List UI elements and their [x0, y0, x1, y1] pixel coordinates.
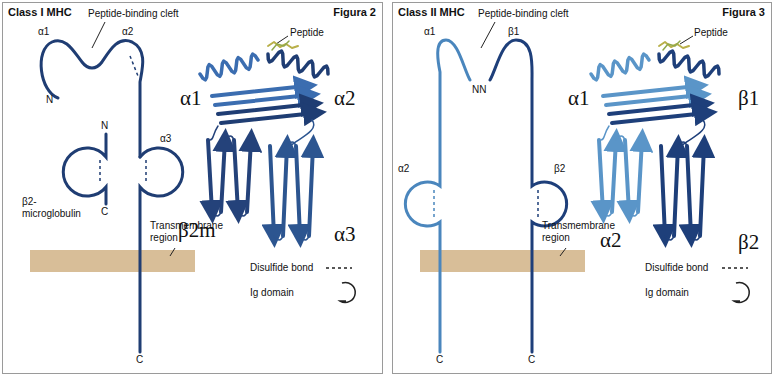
disulfide-bonds: [100, 56, 146, 184]
disulfide-bonds: [434, 190, 538, 218]
part-label: α1: [424, 26, 435, 38]
part-label: Ig domain: [250, 287, 294, 299]
part-label: α1: [38, 26, 49, 38]
ribbon-stroke: [687, 146, 691, 236]
ribbon-stroke: [221, 113, 315, 123]
ribbon-stroke: [663, 41, 680, 50]
ribbon-stroke: [659, 51, 719, 77]
panel-title: Class I MHC: [8, 6, 72, 18]
part-label: Disulfide bond: [645, 262, 708, 274]
ribbon-stroke: [210, 126, 218, 140]
domain-label: α1: [568, 86, 590, 110]
part-label: α2: [398, 163, 409, 175]
legend-symbols: [326, 268, 749, 302]
part-label: Peptide-binding cleft: [478, 8, 569, 20]
ribbon-stroke: [661, 146, 665, 236]
part-label: α3: [160, 133, 171, 145]
figure-panel: Class I MHC Figura 2: [2, 2, 383, 374]
ribbon-stroke: [270, 146, 274, 236]
ribbon-stroke: [247, 140, 251, 212]
part-label: N: [46, 94, 53, 106]
ribbon-stroke: [283, 146, 287, 236]
part-label: C: [436, 354, 443, 366]
ribbon-stroke: [221, 140, 225, 212]
part-label: β1: [508, 26, 519, 38]
part-label: Peptide: [694, 27, 728, 39]
figure-number: Figura 3: [722, 6, 765, 18]
part-label: C: [101, 206, 108, 218]
part-label: C: [136, 354, 143, 366]
part-label: Peptide: [290, 27, 324, 39]
ribbon-stroke: [296, 146, 300, 236]
part-label: Disulfide bond: [250, 262, 313, 274]
ribbon-stroke: [625, 140, 629, 212]
part-label: β2-microglobulin: [22, 196, 84, 219]
domain-label: α2: [600, 228, 622, 252]
domain-label: α1: [180, 86, 202, 110]
ribbon-stroke: [612, 140, 616, 212]
ribbon-stroke: [603, 86, 697, 96]
ribbon-stroke: [212, 86, 306, 96]
ribbon-stroke: [591, 54, 649, 80]
ribbon-stroke: [272, 41, 289, 50]
domain-label: α3: [334, 222, 356, 246]
domain-label: β2: [738, 230, 759, 254]
ribbon-stroke: [599, 140, 603, 212]
ribbon-stroke: [700, 146, 704, 236]
ribbon-stroke: [234, 140, 238, 212]
ribbon-stroke: [674, 146, 678, 236]
figure-panel: Class II MHC Figura 3: [392, 2, 772, 374]
figure-number: Figura 2: [333, 6, 376, 18]
ribbon-stroke: [208, 140, 212, 212]
ribbon-structure: [200, 41, 719, 240]
ribbon-stroke: [612, 113, 706, 123]
ribbon-stroke: [215, 95, 309, 105]
ribbon-stroke: [609, 104, 703, 114]
domain-label: β1: [738, 86, 759, 110]
class-i-schematic: [30, 41, 195, 352]
part-label: NN: [472, 84, 486, 96]
ribbon-stroke: [638, 140, 642, 212]
part-label: N: [101, 120, 108, 132]
domain-label: α2: [334, 86, 356, 110]
class-ii-schematic: [405, 40, 585, 352]
part-label: C: [528, 354, 535, 366]
ribbon-stroke: [601, 126, 609, 140]
panel-title: Class II MHC: [398, 6, 465, 18]
ribbon-stroke: [218, 104, 312, 114]
domain-label: β2m: [178, 218, 216, 242]
part-label: α2: [122, 26, 133, 38]
part-label: β2: [554, 163, 565, 175]
part-label: Peptide-binding cleft: [88, 8, 179, 20]
part-label: Ig domain: [645, 287, 689, 299]
ribbon-stroke: [268, 51, 328, 77]
ribbon-stroke: [200, 54, 258, 80]
ribbon-stroke: [606, 95, 700, 105]
ribbon-stroke: [309, 146, 313, 236]
